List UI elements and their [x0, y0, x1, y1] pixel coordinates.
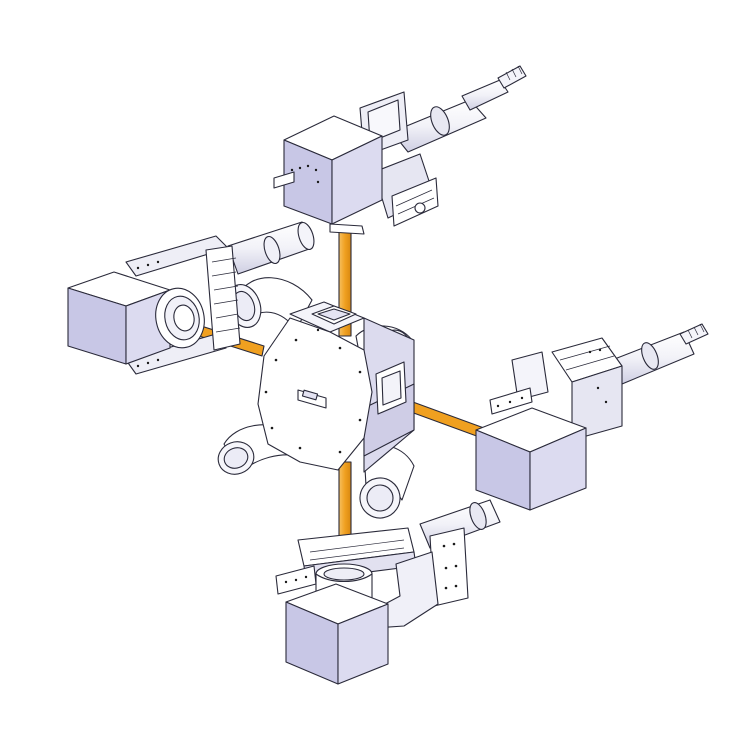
left-housing-icon	[67, 235, 241, 375]
right-housing-icon	[475, 337, 623, 511]
bottom-housing-icon	[275, 527, 469, 685]
central-chamber-icon	[257, 301, 415, 473]
left-motor-icon	[227, 221, 315, 275]
top-housing-icon	[273, 91, 439, 235]
top-right-motor-icon	[391, 65, 527, 153]
right-motor-icon	[611, 323, 709, 385]
right-rail-bracket-icon	[489, 337, 623, 441]
left-rail-bracket-icon	[125, 235, 241, 375]
